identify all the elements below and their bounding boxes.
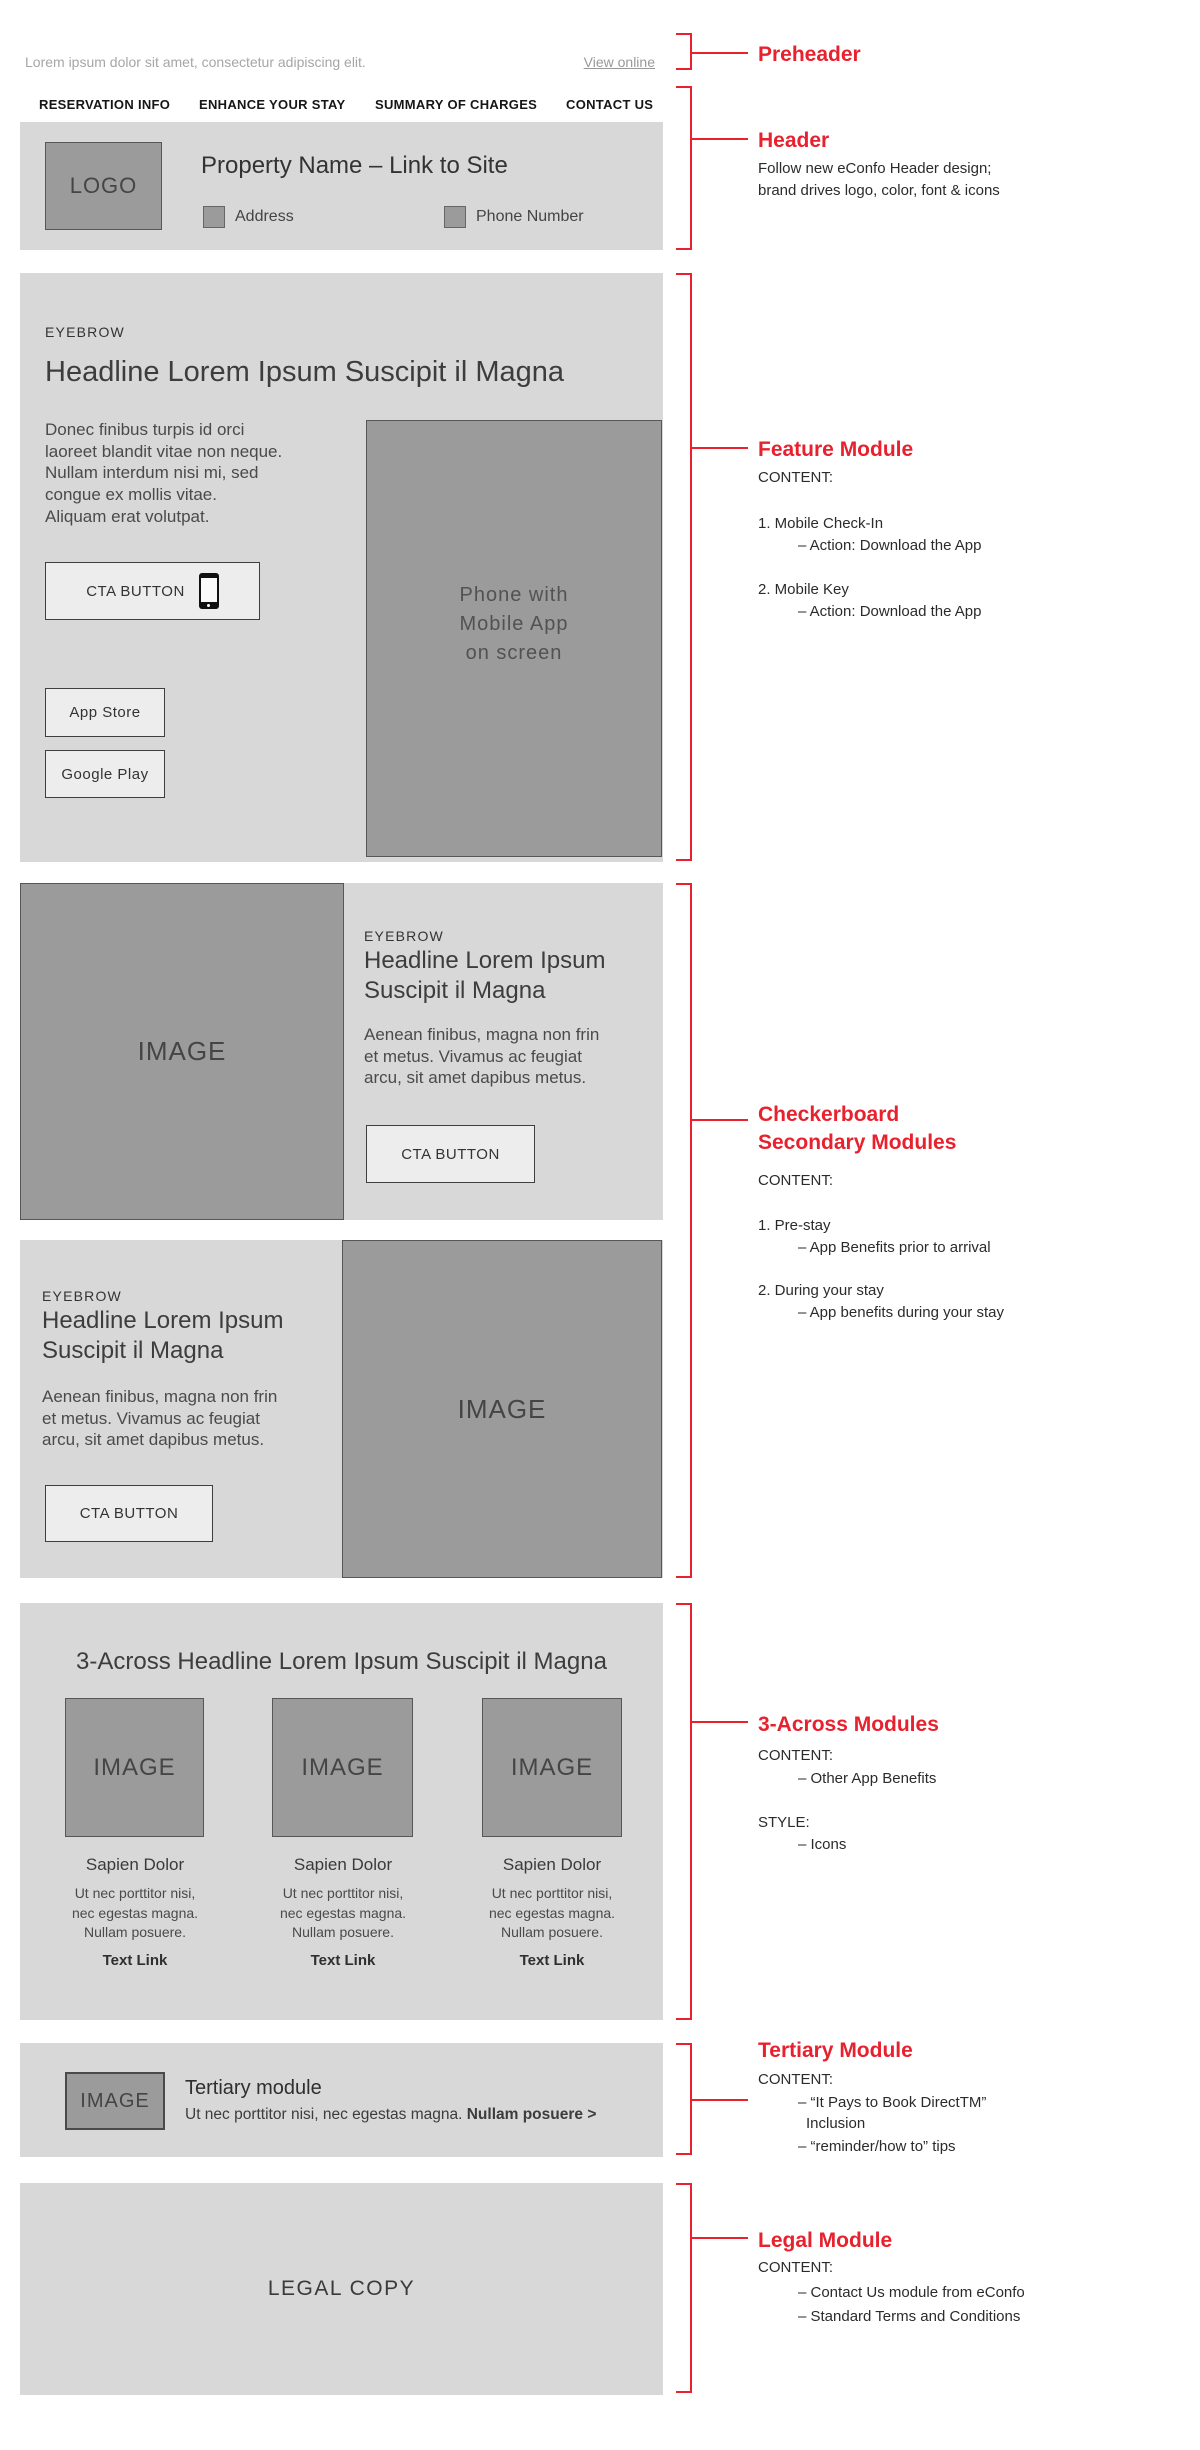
annotation-three-across-content-sub: – Other App Benefits (798, 1770, 937, 1787)
app-store-button[interactable]: App Store (45, 688, 165, 737)
annotation-tertiary-content-heading: CONTENT: (758, 2071, 833, 2088)
address-icon (203, 206, 225, 228)
checkerboard-2-image-placeholder: IMAGE (342, 1240, 662, 1578)
address-label: Address (235, 208, 294, 225)
three-across-title-2: Sapien Dolor (293, 1855, 393, 1874)
annotation-feature-content-heading: CONTENT: (758, 469, 833, 486)
three-across-body-3: Ut nec porttitor nisi, nec egestas magna… (488, 1885, 616, 1940)
phone-number-label: Phone Number (476, 208, 584, 225)
smartphone-icon (198, 573, 219, 609)
bracket-header (690, 86, 692, 250)
annotation-feature-label: Feature Module (758, 438, 914, 461)
bracket-legal (690, 2183, 692, 2393)
annotation-tertiary-item-1: – “It Pays to Book DirectTM” (798, 2094, 987, 2111)
checkerboard-1-image-placeholder: IMAGE (20, 883, 344, 1220)
bracket-feature (690, 273, 692, 861)
checkerboard-2-cta-button[interactable]: CTA BUTTON (45, 1485, 213, 1542)
annotation-tertiary-item-1-cont: Inclusion (806, 2115, 866, 2132)
annotation-legal-item-2: – Standard Terms and Conditions (798, 2308, 1021, 2325)
annotation-legal-item-1: – Contact Us module from eConfo (798, 2284, 1025, 2301)
phone-placeholder-caption: Phone with Mobile App on screen (459, 584, 569, 664)
annotation-legal-content-heading: CONTENT: (758, 2259, 833, 2276)
annotation-preheader-label: Preheader (758, 43, 861, 66)
preheader-text: Lorem ipsum dolor sit amet, consectetur … (25, 54, 366, 70)
annotation-header-label: Header (758, 129, 830, 152)
annotation-feature-item-2-sub: – Action: Download the App (798, 603, 982, 620)
annotation-feature-item-1-sub: – Action: Download the App (798, 537, 982, 554)
feature-cta-label: CTA BUTTON (86, 582, 185, 600)
annotation-feature-item-2: 2. Mobile Key (758, 581, 849, 598)
legal-module (20, 2183, 663, 2395)
annotation-checkerboard-content-heading: CONTENT: (758, 1172, 833, 1189)
property-name-link[interactable]: Property Name – Link to Site (201, 152, 508, 179)
three-across-headline: 3-Across Headline Lorem Ipsum Suscipit i… (76, 1648, 607, 1675)
three-across-text-link-2[interactable]: Text Link (310, 1952, 376, 1969)
annotation-checkerboard-item-1-sub: – App Benefits prior to arrival (798, 1239, 991, 1256)
three-across-image-1: IMAGE (65, 1698, 204, 1837)
tertiary-image-placeholder: IMAGE (65, 2072, 165, 2130)
annotation-checkerboard-item-2: 2. During your stay (758, 1282, 884, 1299)
nav-item-reservation-info[interactable]: RESERVATION INFO (39, 97, 171, 112)
annotation-three-across-style-heading: STYLE: (758, 1814, 810, 1831)
bracket-three-across (690, 1603, 692, 2020)
three-across-text-link-3[interactable]: Text Link (519, 1952, 585, 1969)
checkerboard-1-eyebrow: EYEBROW (364, 928, 444, 944)
feature-headline: Headline Lorem Ipsum Suscipit il Magna (45, 356, 565, 388)
annotation-checkerboard-label: Checkerboard Secondary Modules (758, 1103, 957, 1154)
feature-cta-button[interactable]: CTA BUTTON (45, 562, 260, 620)
three-across-body-2: Ut nec porttitor nisi, nec egestas magna… (279, 1885, 407, 1940)
bracket-checkerboard (690, 883, 692, 1578)
three-across-text-link-1[interactable]: Text Link (102, 1952, 168, 1969)
google-play-button[interactable]: Google Play (45, 750, 165, 798)
annotation-feature-item-1: 1. Mobile Check-In (758, 515, 884, 532)
bracket-tertiary (690, 2043, 692, 2155)
annotation-three-across-style-sub: – Icons (798, 1836, 847, 1853)
feature-body: Donec finibus turpis id orci laoreet bla… (45, 420, 283, 526)
three-across-image-3: IMAGE (482, 1698, 622, 1837)
tertiary-body: Ut nec porttitor nisi, nec egestas magna… (185, 2106, 596, 2124)
annotation-header-note-1: Follow new eConfo Header design; (758, 160, 992, 177)
view-online-link[interactable]: View online (583, 54, 655, 70)
annotation-legal-label: Legal Module (758, 2229, 893, 2252)
tertiary-title: Tertiary module (185, 2077, 322, 2099)
three-across-body-1: Ut nec porttitor nisi, nec egestas magna… (71, 1885, 199, 1940)
phone-image-placeholder: Phone with Mobile App on screen (366, 420, 662, 857)
annotation-tertiary-label: Tertiary Module (758, 2039, 913, 2062)
checkerboard-1-headline: Headline Lorem Ipsum Suscipit il Magna (364, 947, 606, 1004)
checkerboard-2-eyebrow: EYEBROW (42, 1288, 122, 1304)
three-across-image-2: IMAGE (272, 1698, 413, 1837)
annotation-three-across-label: 3-Across Modules (758, 1713, 939, 1736)
tertiary-body-text: Ut nec porttitor nisi, nec egestas magna… (185, 2106, 467, 2123)
bracket-preheader (690, 33, 692, 70)
annotation-tertiary-item-2: – “reminder/how to” tips (798, 2138, 956, 2155)
feature-eyebrow: EYEBROW (45, 324, 125, 340)
legal-copy-label: LEGAL COPY (267, 2277, 416, 2300)
three-across-title-1: Sapien Dolor (85, 1855, 185, 1874)
nav-item-summary-of-charges[interactable]: SUMMARY OF CHARGES (375, 97, 538, 112)
three-across-title-3: Sapien Dolor (502, 1855, 602, 1874)
annotation-checkerboard-item-1: 1. Pre-stay (758, 1217, 831, 1234)
logo-placeholder: LOGO (45, 142, 162, 230)
nav-item-enhance-your-stay[interactable]: ENHANCE YOUR STAY (199, 97, 346, 112)
tertiary-body-link[interactable]: Nullam posuere > (466, 2106, 597, 2123)
annotation-checkerboard-item-2-sub: – App benefits during your stay (798, 1304, 1004, 1321)
phone-number-icon (444, 206, 466, 228)
checkerboard-1-body: Aenean finibus, magna non frin et metus.… (364, 1025, 600, 1088)
checkerboard-2-headline: Headline Lorem Ipsum Suscipit il Magna (42, 1307, 284, 1364)
checkerboard-1-cta-button[interactable]: CTA BUTTON (366, 1125, 535, 1183)
nav-item-contact-us[interactable]: CONTACT US (566, 97, 654, 112)
annotation-header-note-2: brand drives logo, color, font & icons (758, 182, 1000, 199)
annotation-three-across-content-heading: CONTENT: (758, 1747, 833, 1764)
checkerboard-2-body: Aenean finibus, magna non frin et metus.… (42, 1387, 278, 1450)
